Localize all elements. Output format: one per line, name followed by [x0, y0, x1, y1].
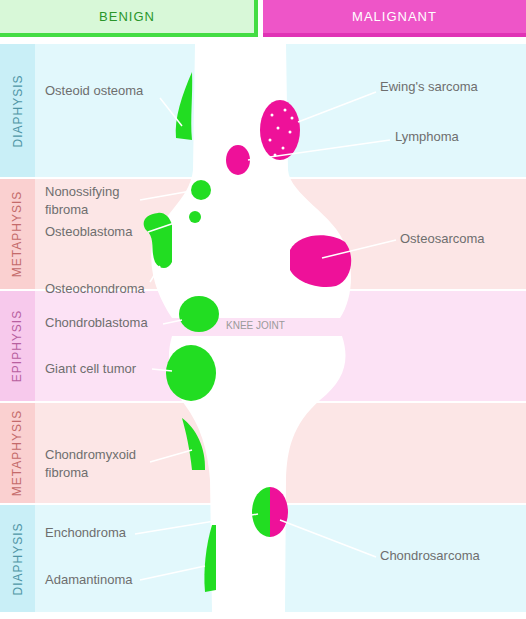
band-strip: DIAPHYSIS [0, 44, 35, 177]
header-bar: MALIGNANT [263, 0, 526, 37]
femur [151, 44, 351, 318]
giant-cell-tumor [166, 345, 216, 401]
tumor-label: Lymphoma [395, 128, 459, 146]
band-strip: EPIPHYSIS [0, 291, 35, 401]
tumor-label: Chondromyxoid fibroma [45, 446, 157, 482]
tumor-label: Osteoid osteoma [45, 82, 143, 100]
region-label: METAPHYSIS [11, 410, 25, 496]
tumor-label: Giant cell tumor [45, 360, 136, 378]
ewing-sarcoma [260, 100, 300, 160]
region-label: EPIPHYSIS [11, 310, 25, 382]
tumor-label: Ewing's sarcoma [380, 78, 478, 96]
chondromyxoid-fibroma [182, 418, 205, 470]
header-label: BENIGN [99, 9, 155, 24]
ewing-dots [269, 109, 294, 157]
region-label: DIAPHYSIS [11, 74, 25, 147]
tumor-label: Osteoblastoma [45, 223, 132, 241]
chondrosarcoma-half [270, 487, 288, 537]
region-label: METAPHYSIS [11, 191, 25, 277]
band-strip: METAPHYSIS [0, 403, 35, 503]
header-bar: BENIGN [0, 0, 258, 37]
header-label: MALIGNANT [352, 9, 437, 24]
leader-lines [135, 92, 396, 580]
tumor-label: Chondroblastoma [45, 314, 148, 332]
nonossifying-fibroma [191, 180, 211, 200]
lymphoma [226, 145, 250, 175]
chondroblastoma [179, 296, 219, 332]
tumor-label: KNEE JOINT [226, 319, 285, 333]
enchondroma-half [252, 487, 270, 537]
tumor-label: Nonossifying fibroma [45, 183, 137, 219]
tumor-label: Chondrosarcoma [380, 547, 480, 565]
region-label: DIAPHYSIS [11, 522, 25, 595]
tumor-label: Enchondroma [45, 524, 126, 542]
adamantinoma [204, 525, 216, 592]
osteoblastoma [189, 211, 201, 223]
tumor-label: Osteochondroma [45, 280, 145, 298]
osteosarcoma [290, 235, 351, 287]
osteochondroma [144, 213, 172, 268]
osteoid-osteoma [176, 72, 193, 140]
tumor-label: Osteosarcoma [400, 230, 485, 248]
band-strip: METAPHYSIS [0, 179, 35, 289]
tumor-label: Adamantinoma [45, 571, 132, 589]
band-strip: DIAPHYSIS [0, 505, 35, 612]
